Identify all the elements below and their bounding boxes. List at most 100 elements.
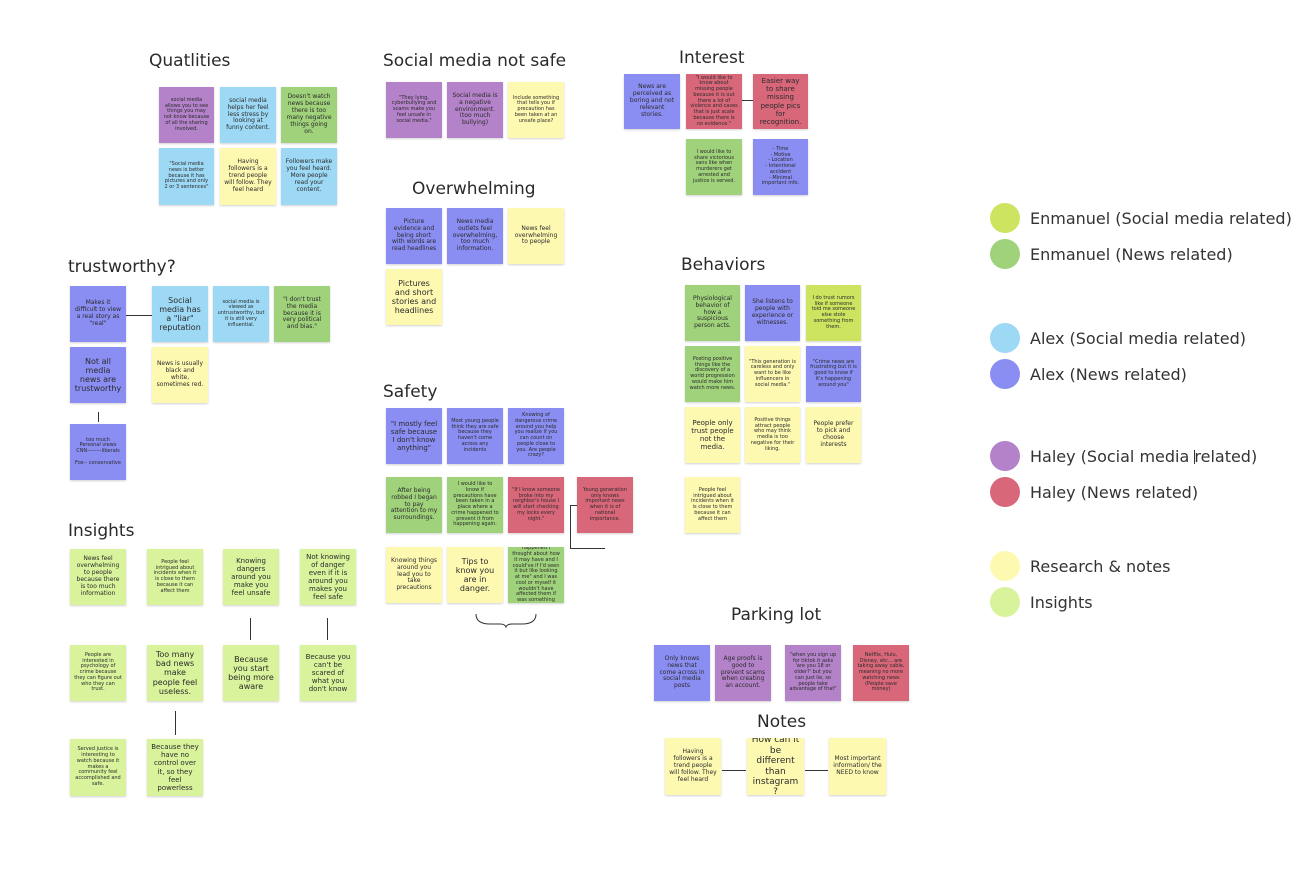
section-title-qualities: Quatlities — [149, 51, 231, 71]
sticky-note[interactable]: social media helps her feel less stress … — [220, 87, 276, 143]
legend-item: Insights — [990, 587, 1093, 617]
legend-swatch-icon — [990, 441, 1020, 471]
sticky-note[interactable]: Posting positive things like the discove… — [685, 346, 740, 402]
sticky-note[interactable]: Tips to know you are in danger. — [447, 547, 503, 603]
sticky-note[interactable]: News feel overwhelming to people — [508, 208, 564, 264]
legend-swatch-icon — [990, 323, 1020, 353]
sticky-note[interactable]: "This generation is careless and only wa… — [745, 346, 800, 402]
sticky-note[interactable]: Served justice is interesting to watch b… — [70, 739, 126, 796]
connector-line — [742, 100, 753, 101]
sticky-note[interactable]: Most important information/ the NEED to … — [829, 738, 886, 795]
legend-label: Research & notes — [1030, 556, 1171, 576]
sticky-note[interactable]: Young generation only knows important ne… — [577, 477, 633, 533]
sticky-note[interactable]: "They lying, cyberbullying and scams mak… — [386, 82, 442, 138]
legend-swatch-icon — [990, 477, 1020, 507]
section-title-notes: Notes — [757, 712, 807, 732]
connector-line — [570, 505, 577, 506]
sticky-note[interactable]: I do trust rumors like if someone told m… — [806, 285, 861, 341]
sticky-note[interactable]: Knowing dangers around you make you feel… — [223, 549, 279, 605]
legend-item: Alex (Social media related) — [990, 323, 1246, 353]
connector-line — [98, 412, 99, 422]
sticky-note[interactable]: "Social media news is better because it … — [159, 148, 214, 205]
sticky-note[interactable]: Easier way to share missing people pics … — [753, 74, 808, 129]
sticky-note[interactable]: News is usually black and white, sometim… — [152, 347, 208, 403]
sticky-note[interactable]: Social media has a "liar" reputation — [152, 286, 208, 342]
section-title-parking-lot: Parking lot — [731, 605, 822, 625]
connector-line — [327, 618, 328, 640]
sticky-note[interactable]: People feel intrigued about incidents wh… — [147, 549, 203, 605]
sticky-note[interactable]: News are perceived as boring and not rel… — [624, 74, 680, 129]
sticky-note[interactable]: People only trust people not the media. — [685, 407, 740, 463]
sticky-note[interactable]: News feel overwhelming to people because… — [70, 549, 126, 605]
section-title-interest: Interest — [679, 48, 745, 68]
sticky-note[interactable]: How can it be different than instagram? — [747, 738, 804, 795]
sticky-note[interactable]: social media is viewed as untrustworthy,… — [213, 286, 269, 342]
sticky-note[interactable]: I would like to know if precautions have… — [447, 477, 503, 533]
sticky-note[interactable]: She listens to people with experience or… — [745, 285, 800, 341]
sticky-note[interactable]: Not knowing of danger even if it is arou… — [300, 549, 356, 605]
sticky-note[interactable]: People are interested in psychology of c… — [70, 645, 126, 701]
legend-label: Alex (News related) — [1030, 364, 1187, 384]
legend-item: Research & notes — [990, 551, 1170, 581]
sticky-note[interactable]: Because they have no control over it, so… — [147, 739, 203, 796]
legend-swatch-icon — [990, 587, 1020, 617]
sticky-note[interactable]: After being robbed I began to pay attent… — [386, 477, 442, 533]
legend-swatch-icon — [990, 239, 1020, 269]
section-title-social-media-not-safe: Social media not safe — [383, 51, 567, 71]
sticky-note[interactable]: social media allows you to see things yo… — [159, 87, 214, 143]
sticky-note[interactable]: People feel intrigued about incidents wh… — [685, 477, 740, 533]
section-title-safety: Safety — [383, 382, 438, 402]
sticky-note[interactable]: "I don't trust the media because it is v… — [274, 286, 330, 342]
sticky-note[interactable]: Include something that tells you if prec… — [508, 82, 564, 138]
connector-line — [570, 505, 571, 549]
legend-swatch-icon — [990, 551, 1020, 581]
sticky-note[interactable]: "I would like to know about missing peop… — [686, 74, 742, 129]
legend-item: Alex (News related) — [990, 359, 1187, 389]
sticky-note[interactable]: "If I know someone broke into my neighbo… — [508, 477, 564, 533]
sticky-note[interactable]: Most young people think they are safe be… — [447, 408, 503, 464]
connector-line — [126, 315, 152, 316]
sticky-note[interactable]: Because you start being more aware — [223, 645, 279, 701]
connector-line — [805, 770, 828, 771]
sticky-note[interactable]: "After that happened I thought about how… — [508, 547, 564, 603]
sticky-note[interactable]: Makes it difficult to view a real story … — [70, 286, 126, 342]
section-title-insights: Insights — [68, 521, 135, 541]
sticky-note[interactable]: Pictures and short stories and headlines — [386, 269, 442, 325]
legend-item: Haley (News related) — [990, 477, 1198, 507]
sticky-note[interactable]: "I mostly feel safe because I don't know… — [386, 408, 442, 464]
sticky-note[interactable]: Too many bad news make people feel usele… — [147, 645, 203, 701]
section-title-behaviors: Behaviors — [681, 255, 766, 275]
legend-label: Alex (Social media related) — [1030, 328, 1247, 348]
legend-swatch-icon — [990, 359, 1020, 389]
sticky-note[interactable]: News media outlets feel overwhelming, to… — [447, 208, 503, 264]
sticky-note[interactable]: Knowing things around you lead you to ta… — [386, 547, 442, 603]
legend-swatch-icon — [990, 203, 1020, 233]
sticky-note[interactable]: Netflix, Hulu, Disney, etc... are taking… — [853, 645, 909, 701]
legend-item: Enmanuel (Social media related) — [990, 203, 1292, 233]
sticky-note[interactable]: Followers make you feel heard. More peop… — [281, 148, 337, 205]
connector-line — [175, 711, 176, 735]
sticky-note[interactable]: Doesn't watch news because there is too … — [281, 87, 337, 143]
sticky-note[interactable]: Having followers is a trend people will … — [665, 738, 721, 795]
sticky-note[interactable]: Physiological behavior of how a suspicio… — [685, 285, 740, 341]
sticky-note[interactable]: Knowing of dangerous crime around you he… — [508, 408, 564, 464]
legend-label: Insights — [1030, 592, 1093, 612]
sticky-note[interactable]: Age proofs is good to prevent scams when… — [715, 645, 771, 701]
sticky-note[interactable]: - Time - Motive - Location - Intentional… — [753, 139, 808, 195]
sticky-note[interactable]: Not all media news are trustworthy — [70, 347, 126, 403]
sticky-note[interactable]: "Crime news are frustrating but it is go… — [806, 346, 861, 402]
sticky-note[interactable]: Social media is a negative environment. … — [447, 82, 503, 138]
sticky-note[interactable]: Having followers is a trend people will … — [220, 148, 276, 205]
connector-line — [722, 770, 746, 771]
legend-label: Enmanuel (News related) — [1030, 244, 1233, 264]
sticky-note[interactable]: Because you can't be scared of what you … — [300, 645, 356, 701]
legend-label: Enmanuel (Social media related) — [1030, 208, 1292, 228]
sticky-note[interactable]: "when you sign up for tiktok it asks 'ar… — [785, 645, 841, 701]
sticky-note[interactable]: Positive things attract people who may t… — [745, 407, 800, 463]
sticky-note[interactable]: Only knows news that come across in soci… — [654, 645, 710, 701]
sticky-note[interactable]: too much Personal views CNN--------liber… — [70, 424, 126, 480]
sticky-note[interactable]: I would like to share victorious sans li… — [686, 139, 742, 195]
sticky-note[interactable]: Picture evidence and being short with wo… — [386, 208, 442, 264]
sticky-note[interactable]: People prefer to pick and choose interes… — [806, 407, 861, 463]
